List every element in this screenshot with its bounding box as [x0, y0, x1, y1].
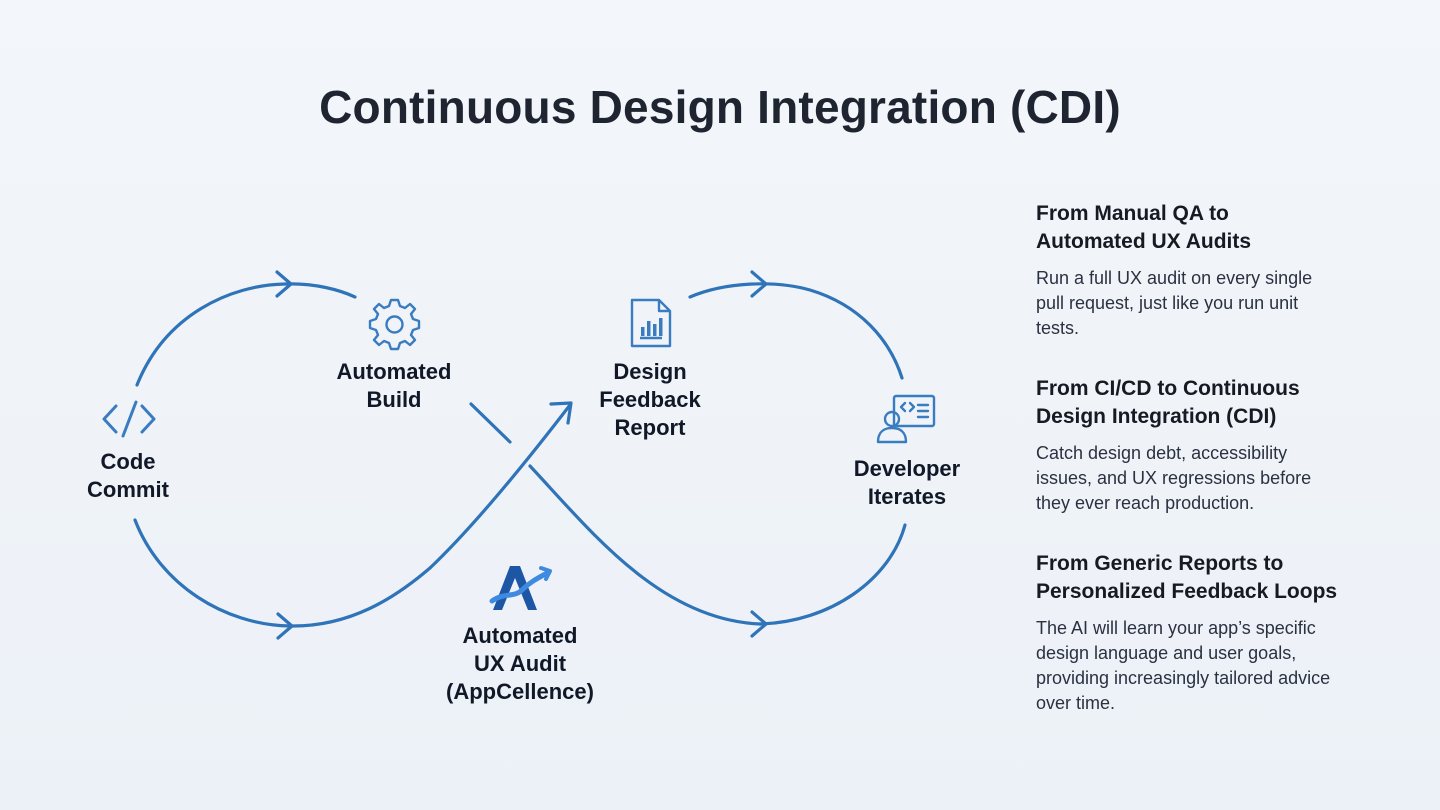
node-label-line: Feedback: [599, 387, 701, 412]
benefit-heading: From CI/CD to Continuous Design Integrat…: [1036, 375, 1406, 431]
node-label-line: Automated: [336, 359, 452, 384]
benefit-body-line: Catch design debt, accessibility: [1036, 443, 1288, 463]
benefit-body-line: The AI will learn your app’s specific: [1036, 618, 1316, 638]
benefit-heading: From Generic Reports to Personalized Fee…: [1036, 550, 1406, 606]
node-label-line: Report: [614, 415, 686, 440]
node-automated-build: Automated Build: [318, 358, 470, 414]
benefit-heading-line: From Manual QA to: [1036, 202, 1229, 225]
node-label-line: Iterates: [867, 484, 947, 509]
benefit-section: From Generic Reports to Personalized Fee…: [1036, 550, 1406, 716]
node-label-line: (AppCellence): [446, 679, 594, 704]
node-label-line: Developer: [853, 456, 961, 481]
benefit-heading-line: Design Integration (CDI): [1036, 405, 1277, 428]
arrow-head-cross: [549, 401, 573, 425]
node-label-line: Commit: [87, 477, 169, 502]
benefit-heading-line: Personalized Feedback Loops: [1036, 580, 1338, 603]
benefit-body-line: Run a full UX audit on every single: [1036, 268, 1313, 288]
arrow-head-left-top: [275, 270, 293, 298]
benefit-body-line: pull request, just like you run unit: [1036, 293, 1299, 313]
benefit-heading-line: From CI/CD to Continuous: [1036, 377, 1300, 400]
benefit-body: The AI will learn your app’s specific de…: [1036, 616, 1406, 716]
benefit-body-line: they ever reach production.: [1036, 493, 1255, 513]
arrow-head-left-bottom: [276, 612, 294, 640]
benefit-heading: From Manual QA to Automated UX Audits: [1036, 200, 1406, 256]
benefit-body-line: issues, and UX regressions before: [1036, 468, 1312, 488]
node-developer-iterates: Developer Iterates: [834, 455, 980, 511]
node-code-commit: Code Commit: [68, 448, 188, 504]
code-brackets-icon: [102, 400, 156, 438]
page-title: Continuous Design Integration (CDI): [319, 81, 1121, 133]
loop-segment-left-bottom: [133, 518, 432, 628]
node-label-line: Automated: [462, 623, 578, 648]
node-automated-ux-audit: Automated UX Audit (AppCellence): [425, 622, 615, 706]
loop-segment-cross-up: [428, 403, 572, 570]
arrow-head-right-top: [750, 270, 768, 298]
benefit-body: Catch design debt, accessibility issues,…: [1036, 441, 1406, 516]
benefit-section: From CI/CD to Continuous Design Integrat…: [1036, 375, 1406, 516]
benefits-panel: From Manual QA to Automated UX Audits Ru…: [1036, 200, 1406, 742]
loop-segment-cross-down-a: [469, 402, 512, 444]
node-label-line: Code: [100, 449, 156, 474]
arrow-head-right-bottom: [750, 610, 768, 638]
benefit-heading-line: Automated UX Audits: [1036, 230, 1252, 253]
infinity-loop: [102, 270, 936, 640]
node-label-line: Design: [613, 359, 687, 384]
appcellence-logo-icon: [489, 566, 552, 610]
node-label-line: UX Audit: [473, 651, 567, 676]
node-label-line: Build: [366, 387, 422, 412]
benefit-body-line: over time.: [1036, 693, 1116, 713]
loop-segment-left-top: [135, 282, 357, 387]
loop-segment-right-bottom: [758, 523, 907, 626]
loop-segment-cross-down-b: [528, 464, 762, 626]
benefit-heading-line: From Generic Reports to: [1036, 552, 1284, 575]
gear-icon: [368, 298, 421, 351]
developer-monitor-icon: [876, 394, 936, 444]
loop-segment-right-top: [688, 282, 904, 380]
benefit-body-line: providing increasingly tailored advice: [1036, 668, 1331, 688]
benefit-section: From Manual QA to Automated UX Audits Ru…: [1036, 200, 1406, 341]
benefit-body-line: design language and user goals,: [1036, 643, 1297, 663]
benefit-body: Run a full UX audit on every single pull…: [1036, 266, 1406, 341]
benefit-body-line: tests.: [1036, 318, 1080, 338]
report-chart-icon: [630, 298, 672, 348]
node-design-feedback-report: Design Feedback Report: [580, 358, 720, 442]
